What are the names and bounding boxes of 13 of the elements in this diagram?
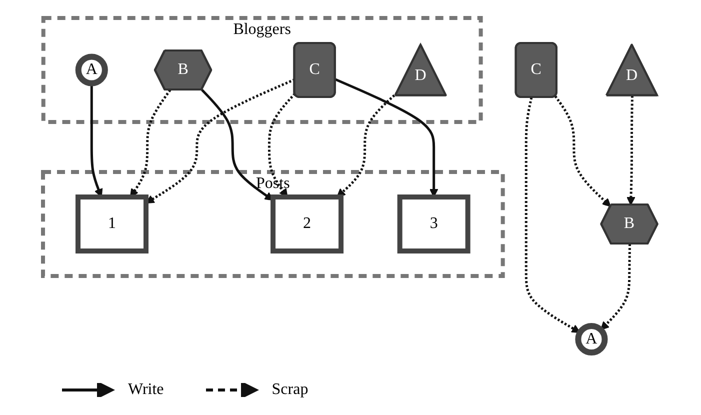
legend-label: Scrap (272, 381, 308, 399)
legend-label: Write (128, 381, 164, 399)
arrow (335, 78, 439, 198)
arrow (626, 95, 636, 206)
node-box: 3 (398, 194, 471, 254)
arrow (146, 78, 296, 204)
node-box: 1 (76, 194, 149, 254)
node-circle: A (576, 322, 608, 356)
node-box: 2 (270, 194, 344, 254)
arrow (554, 95, 612, 207)
arrow (525, 96, 581, 333)
arrow (600, 244, 632, 330)
node-circle: A (76, 53, 108, 86)
